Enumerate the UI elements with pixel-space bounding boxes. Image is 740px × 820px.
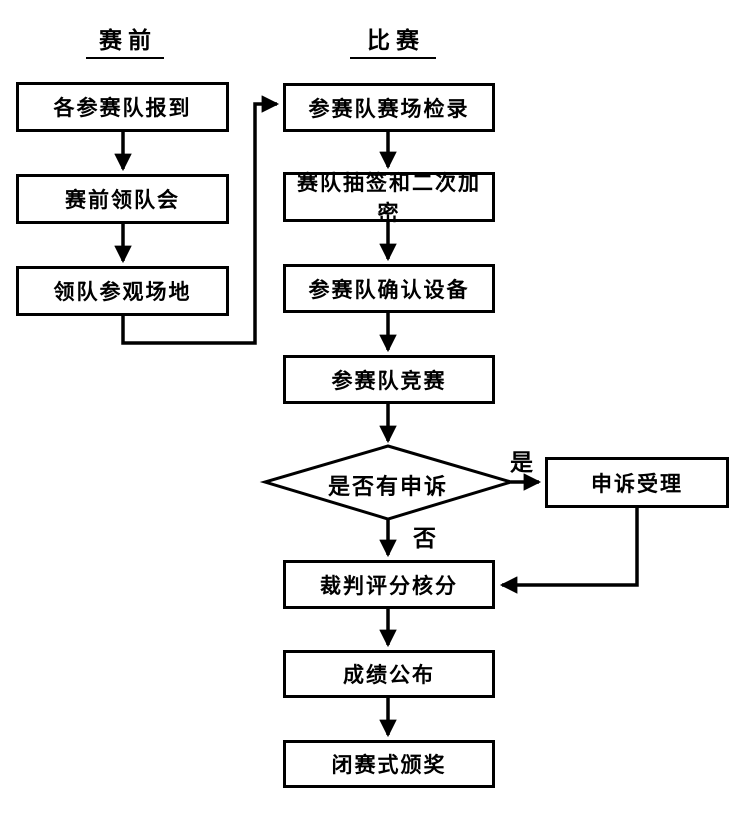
flow-box-venue-check-in: 参赛队赛场检录 bbox=[283, 83, 495, 132]
flow-box-judge-scoring: 裁判评分核分 bbox=[283, 560, 495, 609]
flow-box-equipment-confirmation: 参赛队确认设备 bbox=[283, 264, 495, 313]
decision-has-appeal-label: 是否有申诉 bbox=[327, 474, 448, 499]
flow-box-team-competition: 参赛队竞赛 bbox=[283, 355, 495, 404]
column-header-pre-competition: 赛前 bbox=[86, 28, 164, 59]
flow-box-leader-venue-tour: 领队参观场地 bbox=[16, 266, 229, 316]
arrow-l3-to-r1 bbox=[121, 95, 280, 345]
flow-box-results-announcement: 成绩公布 bbox=[283, 650, 495, 698]
flow-box-appeal-acceptance: 申诉受理 bbox=[545, 457, 729, 508]
flow-box-closing-ceremony-awards: 闭赛式颁奖 bbox=[283, 740, 495, 788]
arrow-appeal-to-judge bbox=[499, 508, 639, 594]
flow-box-pre-match-leader-meeting: 赛前领队会 bbox=[16, 174, 229, 224]
flow-box-draw-and-second-encryption: 赛队抽签和二次加密 bbox=[283, 171, 495, 225]
column-header-competition: 比赛 bbox=[350, 28, 436, 59]
edge-label-yes: 是 bbox=[510, 450, 533, 475]
edge-label-no: 否 bbox=[413, 526, 436, 551]
flow-box-team-registration: 各参赛队报到 bbox=[16, 82, 229, 132]
decision-diamond-shape bbox=[259, 444, 517, 521]
